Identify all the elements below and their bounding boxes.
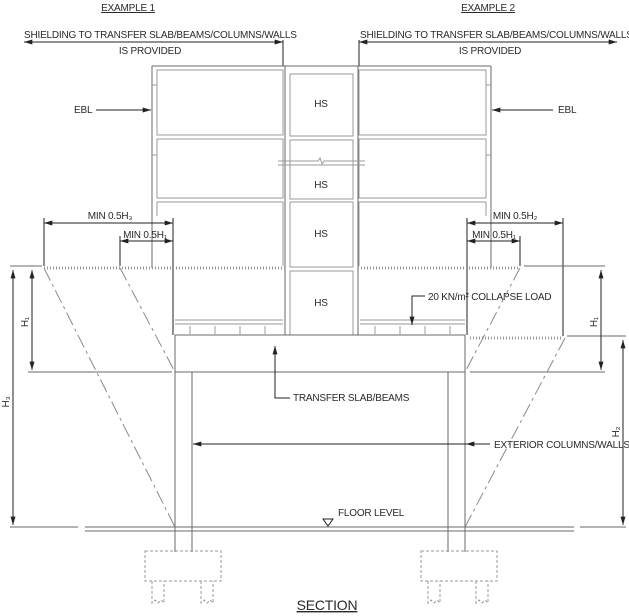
hs-label-3: HS: [314, 229, 328, 240]
ebl-label-left: EBL: [74, 105, 93, 116]
floor-level-label: FLOOR LEVEL: [338, 508, 405, 519]
h1-label-right: H₁: [589, 316, 600, 327]
min-h3-label: MIN 0.5H₃: [88, 211, 133, 222]
shielding-note-1-line2: IS PROVIDED: [119, 46, 181, 57]
shielding-note-1-line1: SHIELDING TO TRANSFER SLAB/BEAMS/COLUMNS…: [24, 30, 297, 41]
h3-label: H₃: [1, 396, 12, 407]
transfer-slab: [174, 334, 466, 373]
h2-label: H₂: [611, 426, 622, 437]
exterior-columns: [174, 372, 466, 552]
h1-label-left: H₁: [20, 316, 31, 327]
collapse-load-arrows: [189, 326, 451, 334]
upper-building: [151, 65, 492, 336]
footing-left: [144, 550, 222, 605]
footing-right: [420, 550, 498, 605]
collapse-load-label: 20 KN/m² COLLAPSE LOAD: [428, 292, 551, 303]
collapse-load-leader: [409, 295, 425, 325]
shielding-note-2-line2: IS PROVIDED: [459, 46, 521, 57]
section-title: SECTION: [297, 597, 358, 613]
shielding-zone-lines: [43, 267, 566, 528]
exterior-columns-label: EXTERIOR COLUMNS/WALLS: [494, 440, 629, 451]
floor-level-line: [10, 526, 626, 532]
hs-label-1: HS: [314, 99, 328, 110]
hs-label-4: HS: [314, 298, 328, 309]
hs-label-2: HS: [314, 180, 328, 191]
min-h2-label: MIN 0.5H₂: [493, 211, 538, 222]
transfer-slab-label: TRANSFER SLAB/BEAMS: [293, 393, 410, 404]
floor-level-triangle-icon: [322, 518, 334, 527]
break-line: [278, 156, 365, 166]
transfer-slab-leader: [272, 346, 290, 399]
shielding-note-2-line1: SHIELDING TO TRANSFER SLAB/BEAMS/COLUMNS…: [360, 30, 629, 41]
example-2-title: EXAMPLE 2: [461, 3, 515, 14]
ebl-label-right: EBL: [558, 105, 577, 116]
min-h1-label-right: MIN 0.5H₁: [472, 230, 517, 241]
example-1-title: EXAMPLE 1: [101, 3, 155, 14]
min-h1-label-left: MIN 0.5H₁: [123, 230, 168, 241]
